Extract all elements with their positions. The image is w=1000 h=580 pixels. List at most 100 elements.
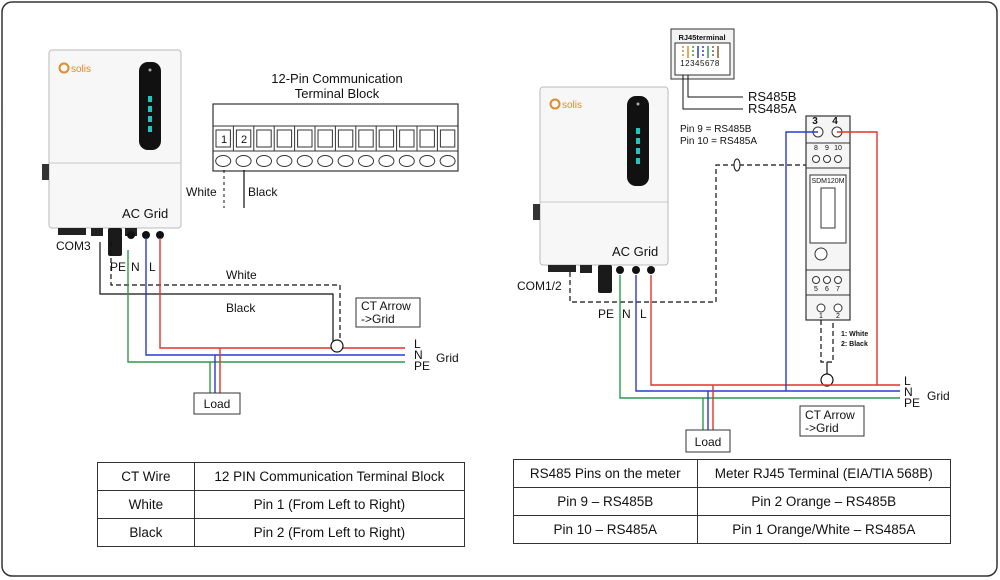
left-ct-clamp-icon	[330, 339, 344, 353]
right-pe-label: PE	[598, 307, 614, 321]
terminal-cells	[215, 126, 456, 167]
left-pe-wire	[127, 250, 405, 363]
right-n-label: N	[622, 307, 631, 321]
table-cell: Pin 2 Orange – RS485B	[696, 487, 952, 516]
left-grid-l: L	[414, 337, 421, 351]
table-header-row: CT Wire 12 PIN Communication Terminal Bl…	[97, 462, 466, 491]
right-ct-wires	[820, 320, 834, 363]
right-l-label: L	[640, 307, 647, 321]
left-terminal-title-2: Terminal Block	[295, 86, 380, 101]
left-ct-line2: ->Grid	[361, 312, 395, 326]
left-white-ct-wire	[110, 242, 341, 342]
terminal-slot	[419, 129, 435, 148]
ct-wire-table: CT Wire 12 PIN Communication Terminal Bl…	[97, 462, 466, 547]
right-solis-logo-icon	[549, 98, 561, 110]
right-load-box	[685, 429, 731, 453]
left-black-ct-wire	[99, 242, 334, 342]
meter-terminal-1: 1	[819, 313, 823, 320]
terminal-screw-icon	[317, 155, 334, 167]
rj45-title: RJ45terminal	[678, 33, 725, 42]
terminal-screw-icon	[398, 155, 415, 167]
terminal-slot	[235, 129, 252, 148]
terminal-pin-2: 2	[241, 134, 247, 146]
left-grid-label: Grid	[436, 351, 459, 365]
left-grid-n: N	[414, 348, 423, 362]
left-black-wire-label: Black	[226, 301, 256, 315]
left-l-label: L	[149, 260, 156, 274]
right-ct-box	[799, 405, 865, 437]
terminal-slot	[276, 129, 293, 148]
left-com-label: COM3	[56, 239, 91, 253]
rs485b-label: RS485B	[748, 89, 796, 104]
left-grid-pe: PE	[414, 359, 430, 373]
right-brand-logo: solis	[562, 100, 582, 111]
table-header-row: RS485 Pins on the meter Meter RJ45 Termi…	[513, 459, 952, 488]
left-ac-grid-label: AC Grid	[122, 206, 168, 221]
terminal-slot	[215, 129, 231, 148]
right-grid-pe: PE	[904, 396, 920, 410]
left-ct-box	[355, 297, 421, 328]
terminal-screw-icon	[378, 155, 395, 167]
terminal-screw-icon	[276, 155, 293, 167]
terminal-screw-icon	[419, 155, 436, 167]
table-cell: Black	[97, 518, 195, 547]
terminal-slot	[317, 129, 333, 148]
table-row: Pin 10 – RS485A Pin 1 Orange/White – RS4…	[513, 515, 952, 544]
solis-logo-icon	[58, 62, 70, 74]
meter-terminal-7: 7	[836, 286, 840, 293]
terminal-slot	[337, 129, 354, 148]
pin10-note: Pin 10 = RS485A	[680, 136, 757, 147]
right-pe-wire	[619, 275, 900, 399]
terminal-screw-icon	[439, 155, 456, 167]
right-ct-line1: CT Arrow	[805, 408, 855, 422]
left-l-wire	[159, 238, 405, 349]
table-header-cell: CT Wire	[97, 462, 195, 491]
left-pe-label: PE	[110, 260, 126, 274]
left-n-label: N	[131, 260, 140, 274]
left-inverter: solis	[42, 49, 182, 256]
meter-n-wire	[785, 131, 818, 391]
right-ac-grid-label: AC Grid	[612, 244, 658, 259]
table-cell: Pin 1 (From Left to Right)	[193, 490, 466, 519]
sdm120m-meter	[805, 115, 851, 321]
terminal-slot	[378, 129, 395, 148]
table-header-cell: 12 PIN Communication Terminal Block	[193, 462, 466, 491]
terminal-screw-icon	[296, 155, 313, 167]
pin9-note: Pin 9 = RS485B	[680, 124, 752, 135]
table-header-cell: Meter RJ45 Terminal (EIA/TIA 568B)	[696, 459, 952, 488]
cable-ferrite-icon	[733, 158, 741, 172]
meter-ct-black-note: 2: Black	[841, 341, 868, 348]
meter-terminal-4: 4	[832, 116, 838, 127]
right-load-label: Load	[695, 435, 722, 449]
meter-terminal-2: 2	[836, 313, 840, 320]
left-ct-line1: CT Arrow	[361, 299, 411, 313]
meter-terminal-5: 5	[814, 286, 818, 293]
right-ct-clamp-icon	[820, 373, 834, 387]
table-cell: Pin 2 (From Left to Right)	[193, 518, 466, 547]
terminal-screw-icon	[337, 155, 354, 167]
right-com-label: COM1/2	[517, 279, 562, 293]
right-grid-label: Grid	[927, 389, 950, 403]
terminal-slot	[358, 129, 374, 148]
rj45-pins: 12345678	[680, 59, 720, 68]
terminal-screw-icon	[235, 155, 252, 167]
right-grid-l: L	[904, 374, 911, 388]
table-row: Black Pin 2 (From Left to Right)	[97, 518, 466, 547]
rj45-terminal	[670, 28, 735, 80]
meter-terminal-8: 8	[814, 145, 818, 152]
meter-terminal-9: 9	[825, 145, 829, 152]
terminal-black-label: Black	[248, 185, 278, 199]
meter-model: SDM120M	[811, 178, 844, 185]
right-ct-line2: ->Grid	[805, 421, 839, 435]
meter-ct-white-note: 1: White	[841, 331, 868, 338]
rs485-pin-table: RS485 Pins on the meter Meter RJ45 Termi…	[513, 459, 952, 544]
table-cell: White	[97, 490, 195, 519]
terminal-screw-icon	[256, 155, 272, 167]
table-row: Pin 9 – RS485B Pin 2 Orange – RS485B	[513, 487, 952, 516]
table-header-cell: RS485 Pins on the meter	[513, 459, 698, 488]
brand-logo: solis	[71, 64, 91, 75]
right-grid-n: N	[904, 385, 913, 399]
left-white-wire-label: White	[226, 268, 257, 282]
